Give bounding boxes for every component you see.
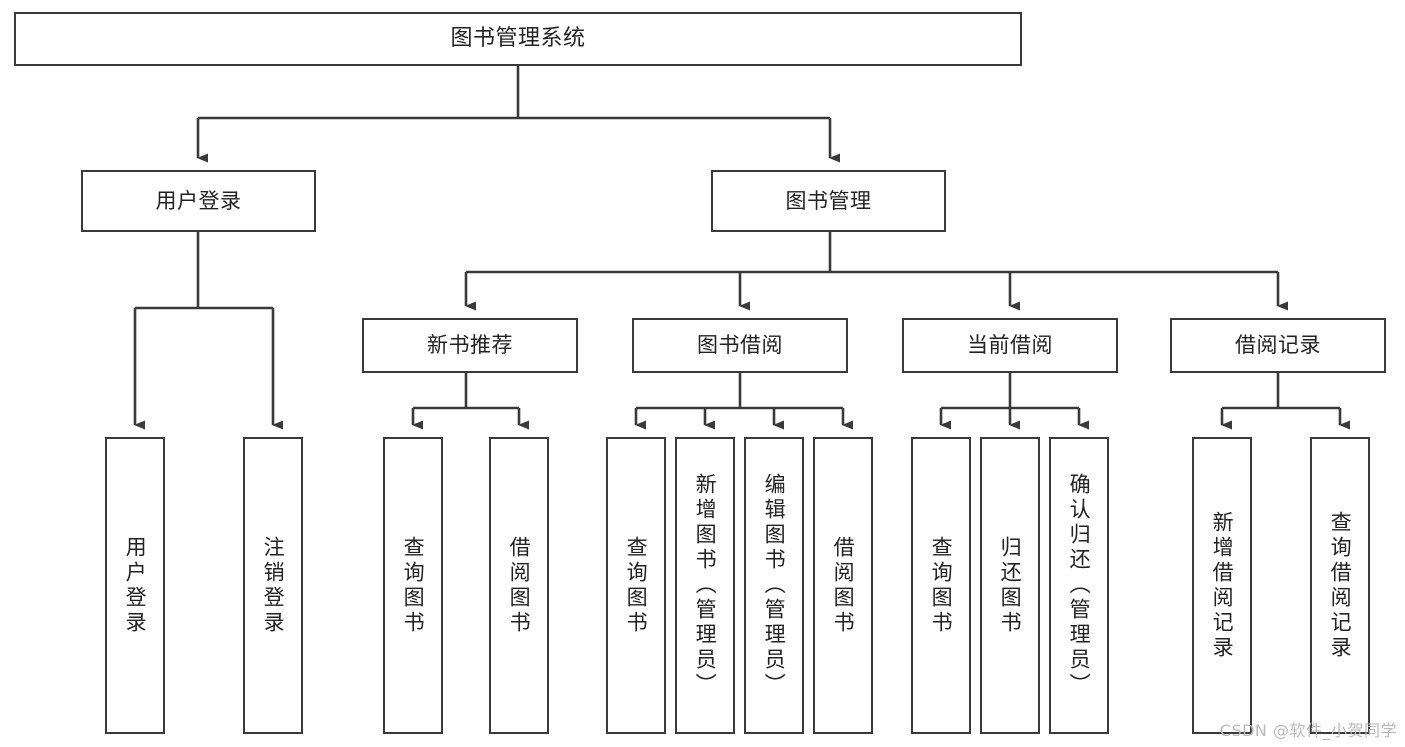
node-leaf-logout[interactable]: 注销登录 — [243, 437, 303, 734]
node-leaf-add-book-admin[interactable]: 新增图书（管理员） — [675, 437, 735, 734]
node-leaf-edit-book-admin[interactable]: 编辑图书（管理员） — [744, 437, 804, 734]
node-label: 图书借阅 — [697, 333, 783, 358]
node-leaf-query-book-recommend[interactable]: 查询图书 — [383, 437, 443, 734]
node-label: 查询图书 — [624, 535, 649, 636]
node-label: 借阅记录 — [1235, 333, 1321, 358]
node-leaf-query-book-borrow[interactable]: 查询图书 — [606, 437, 666, 734]
node-leaf-user-login[interactable]: 用户登录 — [105, 437, 165, 734]
node-leaf-query-borrow-record[interactable]: 查询借阅记录 — [1310, 437, 1370, 734]
node-leaf-borrow-book[interactable]: 借阅图书 — [813, 437, 873, 734]
node-new-book-recommend[interactable]: 新书推荐 — [362, 318, 578, 373]
node-label: 注销登录 — [261, 535, 286, 636]
node-label: 新书推荐 — [427, 333, 513, 358]
csdn-watermark: CSDN @软件_小贺同学 — [1219, 721, 1397, 740]
node-leaf-return-book[interactable]: 归还图书 — [980, 437, 1040, 734]
node-label: 查询图书 — [401, 535, 426, 636]
node-label: 图书管理系统 — [450, 26, 586, 52]
node-leaf-confirm-return-admin[interactable]: 确认归还（管理员） — [1049, 437, 1109, 734]
node-leaf-add-borrow-record[interactable]: 新增借阅记录 — [1192, 437, 1252, 734]
node-label: 新增图书（管理员） — [693, 473, 718, 698]
node-user-login[interactable]: 用户登录 — [81, 170, 316, 232]
node-label: 确认归还（管理员） — [1067, 473, 1092, 698]
node-borrow-record[interactable]: 借阅记录 — [1170, 318, 1386, 373]
node-current-borrow[interactable]: 当前借阅 — [902, 318, 1118, 373]
node-root-book-management-system[interactable]: 图书管理系统 — [14, 12, 1022, 66]
node-label: 用户登录 — [123, 535, 148, 636]
node-label: 查询图书 — [929, 535, 954, 636]
node-label: 编辑图书（管理员） — [762, 473, 787, 698]
node-label: 图书管理 — [785, 188, 872, 213]
node-label: 用户登录 — [155, 188, 242, 213]
node-label: 借阅图书 — [507, 535, 532, 636]
node-label: 借阅图书 — [831, 535, 856, 636]
node-label: 当前借阅 — [967, 333, 1053, 358]
node-label: 归还图书 — [998, 535, 1023, 636]
node-label: 新增借阅记录 — [1210, 510, 1235, 661]
node-leaf-borrow-book-recommend[interactable]: 借阅图书 — [489, 437, 549, 734]
node-book-management[interactable]: 图书管理 — [711, 170, 946, 232]
node-label: 查询借阅记录 — [1328, 510, 1353, 661]
node-leaf-query-book-current[interactable]: 查询图书 — [911, 437, 971, 734]
node-book-borrow[interactable]: 图书借阅 — [632, 318, 848, 373]
